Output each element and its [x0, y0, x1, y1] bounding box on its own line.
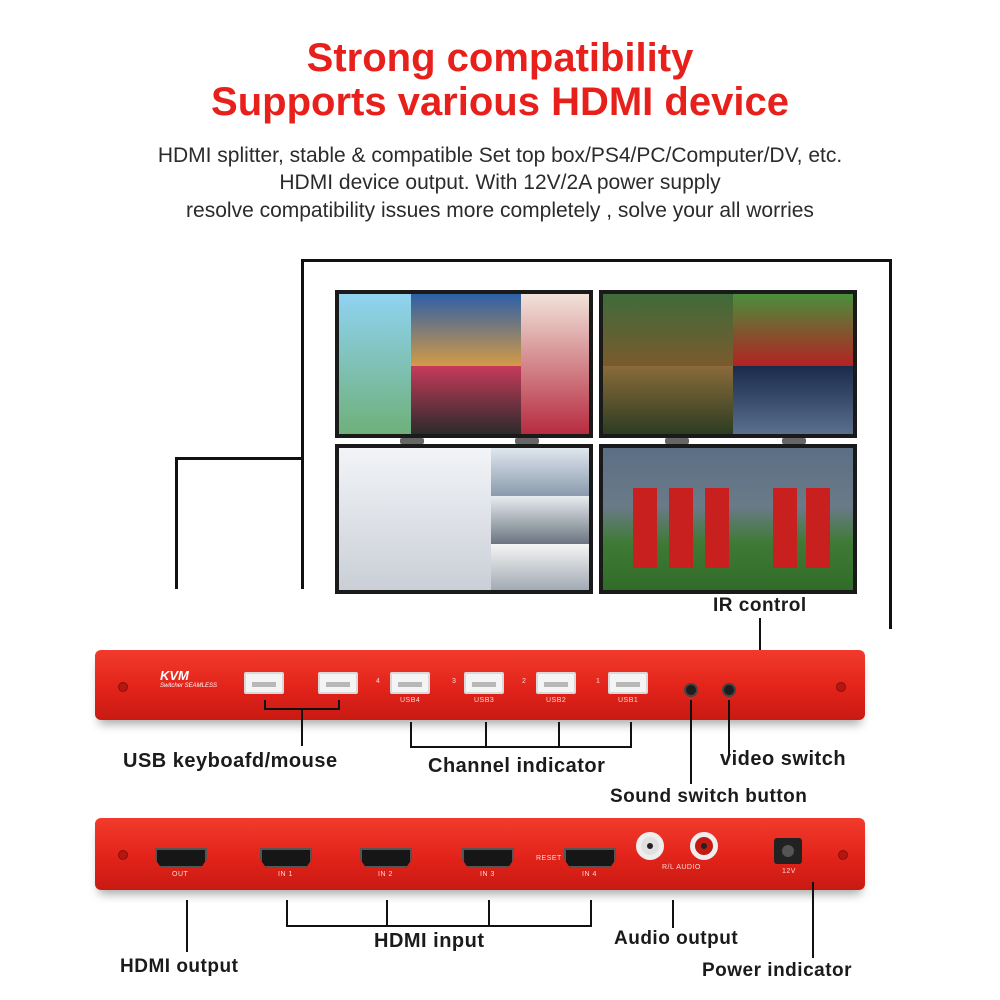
ir-callout-line — [759, 618, 761, 650]
channel-number-1: 1 — [596, 678, 601, 685]
power-indicator-callout-line — [812, 882, 814, 958]
usb-label-3: USB3 — [474, 697, 495, 704]
frame-left-drop — [175, 457, 178, 589]
audio-output-label: Audio output — [614, 928, 739, 949]
dc-power-jack — [774, 838, 802, 864]
screen-football — [599, 444, 857, 594]
hdmi-in-4-port — [564, 848, 616, 868]
channel-bracket-tick — [558, 722, 560, 748]
channel-bracket-tick — [485, 722, 487, 748]
description-line-1: HDMI splitter, stable & compatible Set t… — [157, 144, 843, 167]
usb-label-2: USB2 — [546, 697, 567, 704]
hdmi-in-2-label: IN 2 — [378, 871, 393, 878]
hdmi-output-label: HDMI output — [120, 956, 239, 977]
hdmi-in-bracket-bottom — [286, 925, 592, 927]
usb-keyboard-port — [244, 672, 284, 694]
screen-image-tile — [773, 488, 833, 568]
screen-image-tile — [411, 366, 521, 434]
hdmi-out-label: OUT — [172, 871, 189, 878]
frame-top-line — [301, 259, 892, 262]
sound-switch-label: Sound switch button — [610, 786, 808, 807]
reset-label: RESET — [536, 855, 562, 862]
front-screw-right — [836, 682, 846, 692]
hdmi-in-bracket-tick — [386, 900, 388, 927]
channel-number-3: 3 — [452, 678, 457, 685]
headline-line-2: Supports various HDMI device — [211, 80, 789, 124]
usb-label-4: USB4 — [400, 697, 421, 704]
hdmi-in-1-port — [260, 848, 312, 868]
tv-stand — [782, 438, 806, 444]
screen-image-tile — [521, 294, 589, 434]
usb-port-1 — [608, 672, 648, 694]
hdmi-in-bracket-tick — [488, 900, 490, 927]
hdmi-out-callout-line — [186, 900, 188, 952]
kvm-logo-subtext: Switcher SEAMLESS — [160, 683, 218, 689]
channel-bracket-tick — [630, 722, 632, 748]
back-screw-left — [118, 850, 128, 860]
channel-number-4: 4 — [376, 678, 381, 685]
usb-keyboard-mouse-label: USB keyboafd/mouse — [123, 750, 338, 772]
frame-right-line — [889, 259, 892, 629]
screen-image-tile — [733, 366, 853, 434]
screen-image-tile — [411, 294, 521, 366]
hdmi-input-label: HDMI input — [374, 930, 485, 952]
usb-kbm-bracket-right — [338, 700, 340, 710]
front-screw-left — [118, 682, 128, 692]
video-switch-label: video switch — [720, 748, 847, 770]
usb-kbm-callout-line — [301, 708, 303, 746]
channel-bracket-bottom — [410, 746, 632, 748]
screen-image-tile — [733, 294, 853, 366]
power-label: 12V — [782, 868, 796, 875]
sound-switch-callout-line — [690, 700, 692, 784]
usb-mouse-port — [318, 672, 358, 694]
screen-office — [335, 444, 593, 594]
tv-stand — [400, 438, 424, 444]
hdmi-out-port — [155, 848, 207, 868]
hdmi-in-1-label: IN 1 — [278, 871, 293, 878]
kvm-logo-text: KVM — [160, 668, 189, 683]
video-switch-button[interactable] — [722, 683, 736, 697]
audio-left-port — [636, 832, 664, 860]
kvm-logo: KVM Switcher SEAMLESS — [160, 668, 228, 704]
screen-image-tile — [491, 448, 589, 496]
tv-stand — [665, 438, 689, 444]
hdmi-in-2-port — [360, 848, 412, 868]
channel-indicator-label: Channel indicator — [428, 755, 606, 777]
headline-line-1: Strong compatibility — [306, 36, 694, 80]
audio-right-port — [690, 832, 718, 860]
screen-image-tile — [633, 488, 753, 568]
description-line-3: resolve compatibility issues more comple… — [186, 199, 814, 222]
hdmi-in-4-label: IN 4 — [582, 871, 597, 878]
screen-image-tile — [603, 294, 733, 366]
usb-port-3 — [464, 672, 504, 694]
screen-gaming — [599, 290, 857, 438]
hdmi-in-bracket-tick — [286, 900, 288, 927]
screen-fashion — [335, 290, 593, 438]
channel-number-2: 2 — [522, 678, 527, 685]
frame-left-line — [301, 259, 304, 589]
sound-switch-button[interactable] — [684, 683, 698, 697]
power-indicator-label: Power indicator — [702, 960, 853, 981]
usb-kbm-bracket-left — [264, 700, 266, 710]
back-screw-right — [838, 850, 848, 860]
frame-left-connector — [175, 457, 303, 460]
usb-port-4 — [390, 672, 430, 694]
screen-image-tile — [603, 366, 733, 434]
audio-out-callout-line — [672, 900, 674, 928]
usb-port-2 — [536, 672, 576, 694]
hdmi-in-bracket-tick — [590, 900, 592, 927]
ir-control-label: IR control — [713, 595, 807, 616]
tv-stand — [515, 438, 539, 444]
usb-label-1: USB1 — [618, 697, 639, 704]
description-line-2: HDMI device output. With 12V/2A power su… — [279, 171, 721, 194]
hdmi-in-3-port — [462, 848, 514, 868]
screen-image-tile — [339, 448, 491, 590]
screen-image-tile — [339, 294, 411, 434]
screen-image-tile — [491, 496, 589, 544]
channel-bracket-tick — [410, 722, 412, 748]
audio-label: R/L AUDIO — [662, 864, 701, 871]
screen-image-tile — [491, 544, 589, 590]
hdmi-in-3-label: IN 3 — [480, 871, 495, 878]
video-switch-callout-line — [728, 700, 730, 756]
